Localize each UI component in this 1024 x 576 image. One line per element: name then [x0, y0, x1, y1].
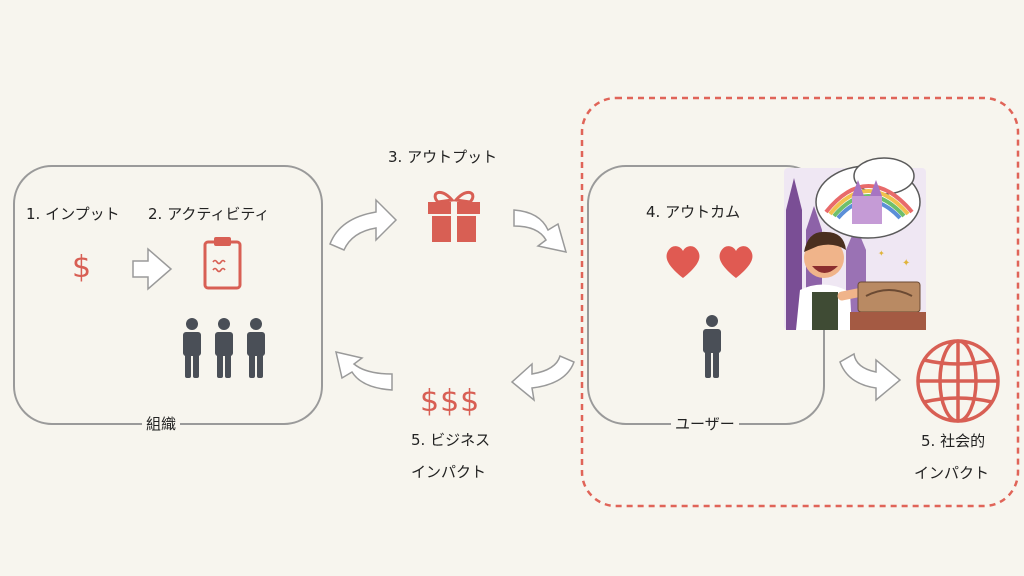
arrow-business-to-org [334, 350, 393, 391]
activity-label: 2. アクティビティ [148, 205, 270, 223]
input-label: 1. インプット [26, 205, 120, 223]
arrow-input-to-activity [132, 247, 173, 291]
business-dollars-icon: $$$ [420, 384, 481, 419]
svg-text:✦: ✦ [902, 258, 910, 269]
social-impact-label-line1: 5. 社会的 [921, 432, 986, 450]
svg-text:✦: ✦ [878, 249, 885, 258]
business-impact-label-line2: インパクト [411, 463, 487, 481]
user-box-label: ユーザー [671, 413, 739, 434]
heart-icon [719, 246, 753, 278]
arrow-user-to-business [510, 354, 575, 402]
team-people-icon [183, 318, 265, 378]
user-person-icon [703, 315, 721, 378]
business-impact-label-line1: 5. ビジネス [411, 431, 491, 449]
org-box-label: 組織 [142, 413, 181, 434]
dollar-icon: $ [72, 250, 92, 285]
arrow-org-to-output [329, 198, 398, 251]
gift-icon [428, 190, 480, 242]
outcome-label: 4. アウトカム [646, 203, 741, 221]
heart-icon [666, 246, 700, 278]
social-impact-label-line2: インパクト [914, 464, 990, 482]
clipboard-icon [203, 237, 242, 290]
arrow-output-to-user [513, 209, 568, 253]
arrow-user-to-social [839, 352, 902, 402]
globe-icon [916, 339, 1000, 423]
output-label: 3. アウトプット [388, 148, 498, 166]
happy-craftsman-illustration: ✦ ✦ [784, 157, 926, 330]
